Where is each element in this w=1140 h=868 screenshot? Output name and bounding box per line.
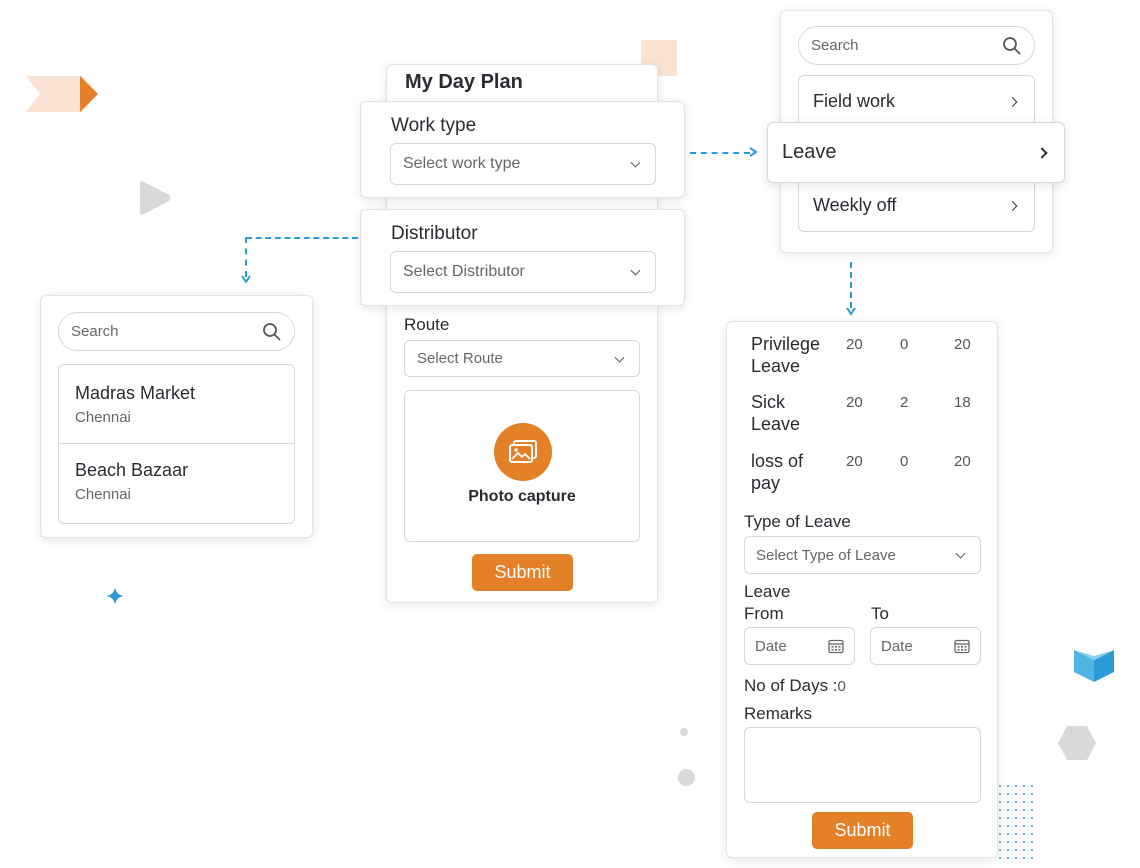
chevron-right-icon — [1036, 146, 1048, 159]
type-of-leave-select[interactable]: Select Type of Leave — [744, 536, 981, 574]
leave-used: 0 — [900, 453, 909, 470]
leave-total: 20 — [846, 453, 863, 470]
connector-arrowhead — [241, 275, 251, 284]
search-placeholder: Search — [71, 323, 119, 340]
dot-decoration — [678, 769, 695, 786]
leave-balance: 20 — [954, 453, 971, 470]
photo-capture-box[interactable]: Photo capture — [404, 390, 640, 542]
photo-capture-label: Photo capture — [468, 488, 576, 505]
leave-balance: 18 — [954, 394, 971, 411]
route-select[interactable]: Select Route — [404, 340, 640, 377]
leave-from-label-line2: From — [744, 604, 784, 623]
calendar-icon — [954, 639, 970, 654]
leave-type-line2: Leave — [751, 356, 801, 376]
hexagon-decoration — [1058, 726, 1096, 760]
distributor-list: Madras Market Chennai Beach Bazaar Chenn… — [58, 364, 295, 524]
type-of-leave-value: Select Type of Leave — [756, 546, 896, 564]
day-plan-submit-button[interactable]: Submit — [472, 554, 573, 591]
work-type-label: Work type — [391, 115, 477, 136]
distributor-city: Chennai — [75, 409, 131, 426]
distributor-panel: Distributor Select Distributor — [360, 209, 685, 306]
calendar-icon — [828, 639, 844, 654]
sparkle-decoration — [106, 587, 124, 605]
connector-arrowhead — [749, 147, 758, 157]
connector-line — [245, 237, 247, 277]
distributor-select-value: Select Distributor — [403, 263, 525, 280]
distributor-city: Chennai — [75, 486, 131, 503]
leave-total: 20 — [846, 394, 863, 411]
connector-line — [246, 237, 358, 239]
distributor-search-input[interactable]: Search — [58, 312, 295, 351]
to-label: To — [871, 604, 889, 623]
leave-submit-button[interactable]: Submit — [812, 812, 913, 849]
date-placeholder: Date — [881, 637, 913, 655]
no-of-days-label: No of Days : — [744, 676, 838, 695]
work-type-option-leave[interactable]: Leave — [767, 122, 1065, 183]
route-label: Route — [404, 315, 450, 334]
remarks-label: Remarks — [744, 704, 813, 723]
leave-used: 0 — [900, 336, 909, 353]
image-icon — [494, 423, 552, 481]
leave-balance: 20 — [954, 336, 971, 353]
work-type-select[interactable]: Select work type — [390, 143, 656, 185]
option-label: Weekly off — [813, 195, 897, 215]
route-select-value: Select Route — [417, 350, 503, 367]
connector-line — [850, 262, 852, 308]
distributor-name: Beach Bazaar — [75, 460, 189, 480]
leave-total: 20 — [846, 336, 863, 353]
distributor-select[interactable]: Select Distributor — [390, 251, 656, 293]
distributor-name: Madras Market — [75, 383, 196, 403]
chevron-right-icon — [1007, 200, 1018, 211]
dot-decoration — [680, 728, 688, 736]
chevron-down-icon — [630, 265, 641, 276]
no-of-days-value: 0 — [837, 678, 846, 695]
option-label: Field work — [813, 91, 896, 111]
no-of-days: No of Days :0 — [744, 676, 846, 696]
work-type-option-weekly-off[interactable]: Weekly off — [798, 179, 1035, 232]
leave-to-date-input[interactable]: Date — [870, 627, 981, 665]
work-type-panel: Work type Select work type — [360, 101, 685, 198]
chevron-down-icon — [955, 548, 966, 559]
chevron-right-icon — [1007, 96, 1018, 107]
leave-type-line1: Sick — [751, 392, 786, 412]
leave-type-line1: Privilege — [751, 334, 821, 354]
leave-from-label-line1: Leave — [744, 582, 791, 601]
remarks-textarea[interactable] — [744, 727, 981, 803]
play-triangle-decoration — [140, 181, 171, 215]
leave-type-line2: Leave — [751, 414, 801, 434]
chevron-down-icon — [630, 157, 641, 168]
cube-decoration — [1074, 650, 1114, 682]
type-of-leave-label: Type of Leave — [744, 512, 851, 531]
work-type-search-input[interactable]: Search — [798, 26, 1035, 65]
leave-type-line1: loss of — [751, 451, 804, 471]
page-title: My Day Plan — [405, 71, 523, 93]
work-type-option-field-work[interactable]: Field work — [798, 75, 1035, 128]
connector-arrowhead — [846, 307, 856, 316]
connector-line — [690, 152, 750, 154]
leave-from-date-input[interactable]: Date — [744, 627, 855, 665]
arrow-flag-decoration — [26, 76, 98, 112]
leave-form-card: Privilege Leave 20 0 20 Sick Leave 20 2 … — [726, 321, 998, 858]
search-icon — [1003, 36, 1021, 55]
list-item[interactable]: Beach Bazaar Chennai — [59, 444, 294, 523]
search-placeholder: Search — [811, 37, 859, 54]
date-placeholder: Date — [755, 637, 787, 655]
option-label: Leave — [782, 141, 837, 163]
distributor-label: Distributor — [391, 223, 478, 244]
work-type-select-value: Select work type — [403, 155, 521, 172]
dot-grid-decoration — [998, 784, 1034, 860]
chevron-down-icon — [614, 352, 625, 363]
leave-type-line2: pay — [751, 473, 781, 493]
list-item[interactable]: Madras Market Chennai — [59, 365, 294, 444]
leave-used: 2 — [900, 394, 909, 411]
distributor-list-card: Search Madras Market Chennai Beach Bazaa… — [40, 295, 313, 538]
search-icon — [263, 322, 281, 341]
